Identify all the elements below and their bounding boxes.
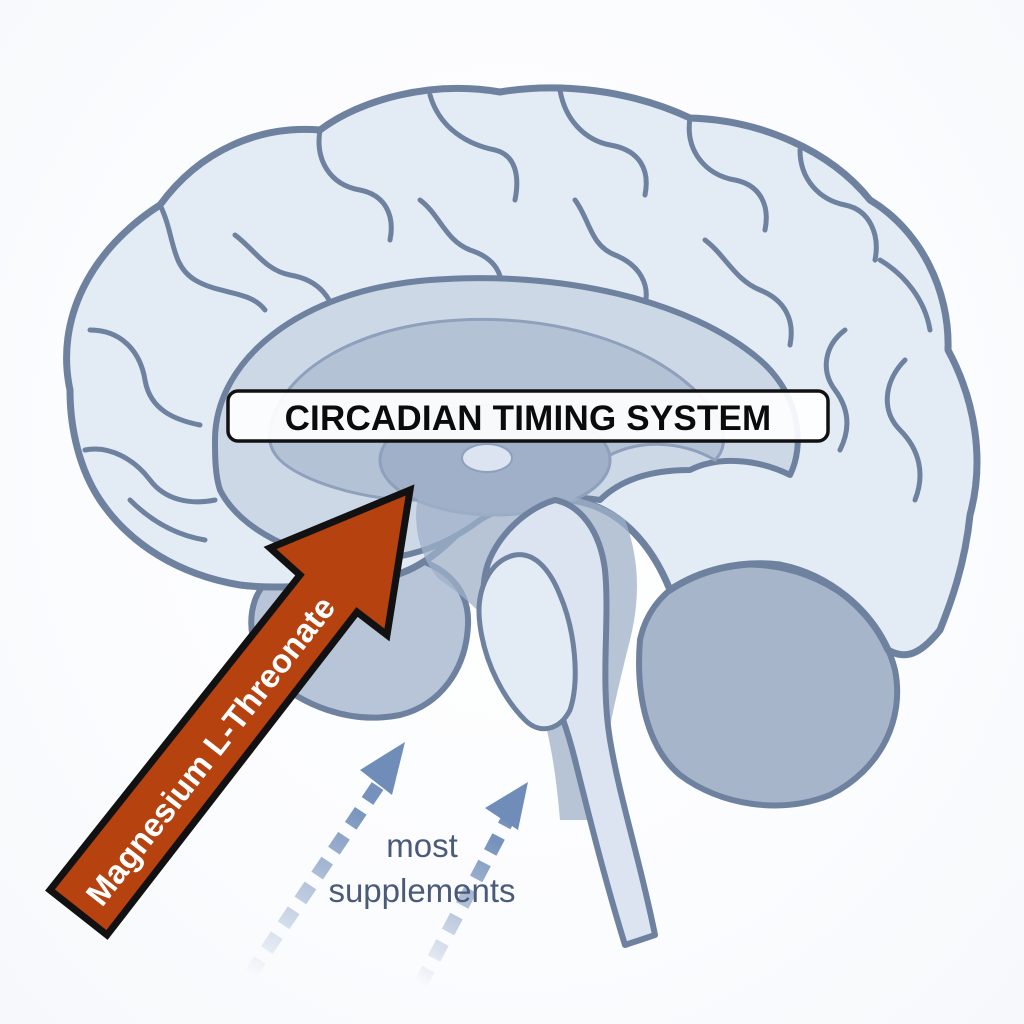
brain-folds xyxy=(82,87,933,543)
secondary-arrow-right xyxy=(413,782,528,989)
secondary-label-line2: supplements xyxy=(328,872,515,909)
region-label: CIRCADIAN TIMING SYSTEM xyxy=(285,399,772,438)
region-label-box: CIRCADIAN TIMING SYSTEM xyxy=(226,389,830,443)
secondary-label-line1: most xyxy=(386,827,458,864)
pineal-body xyxy=(461,443,513,473)
pons xyxy=(476,552,578,732)
primary-arrow-label: Magnesium L-Threonate xyxy=(78,589,342,912)
secondary-arrow-left xyxy=(244,742,405,979)
